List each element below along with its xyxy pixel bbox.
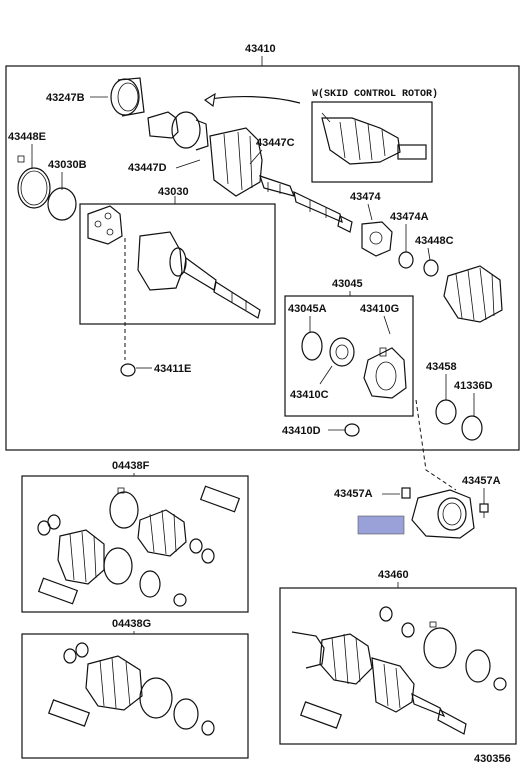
kit-f-parts	[37, 485, 241, 607]
snap-ring-d	[344, 423, 360, 437]
label-43410g[interactable]: 43410G	[360, 303, 399, 315]
diagram-number: 430356	[474, 753, 511, 765]
label-43411e[interactable]: 43411E	[154, 363, 191, 375]
boot-kit-f-box	[21, 475, 249, 613]
inner-bellows-boot	[443, 265, 503, 323]
seal-ring	[461, 415, 483, 441]
outer-joint-cage	[87, 205, 123, 245]
outer-joint-housing	[137, 231, 261, 319]
bolt-left	[401, 487, 411, 499]
label-43410[interactable]: 43410	[245, 43, 276, 55]
center-support-bracket	[411, 489, 475, 539]
label-43458[interactable]: 43458	[426, 361, 457, 373]
label-43460[interactable]: 43460	[378, 569, 409, 581]
label-43247b[interactable]: 43247B	[46, 92, 85, 104]
label-43448e[interactable]: 43448E	[8, 131, 46, 143]
label-43410c[interactable]: 43410C	[290, 389, 329, 401]
boot-kit-g-box	[21, 633, 249, 759]
label-04438g[interactable]: 04438G	[112, 618, 151, 630]
label-43045[interactable]: 43045	[332, 278, 363, 290]
main-driveshaft	[147, 111, 353, 233]
bearing-kit-box	[284, 295, 414, 417]
curved-arrow-icon	[204, 95, 301, 104]
label-43447d[interactable]: 43447D	[128, 162, 167, 174]
label-43474a[interactable]: 43474A	[390, 211, 429, 223]
snap-ring-45a	[301, 331, 323, 361]
label-43030b[interactable]: 43030B	[48, 159, 87, 171]
label-43474[interactable]: 43474	[350, 191, 381, 203]
label-43448c[interactable]: 43448C	[415, 235, 454, 247]
seal-bearing	[435, 399, 457, 425]
kit-g-parts	[47, 642, 215, 736]
shaft-assembly-box	[279, 587, 517, 745]
label-43030[interactable]: 43030	[158, 186, 189, 198]
label-04438f[interactable]: 04438F	[112, 460, 150, 472]
snap-ring-e	[120, 363, 136, 377]
outer-boot-ring	[110, 77, 145, 117]
label-43045a[interactable]: 43045A	[288, 303, 327, 315]
outer-snap-ring	[47, 187, 77, 221]
main-assembly-box	[5, 65, 520, 451]
label-41336d[interactable]: 41336D	[454, 380, 493, 392]
label-43457a-left[interactable]: 43457A	[334, 488, 373, 500]
shaft-assembly-parts	[291, 606, 507, 735]
bearing-c	[329, 337, 355, 367]
label-43457a-right[interactable]: 43457A	[462, 475, 501, 487]
outer-joint-set-box	[79, 203, 276, 325]
inner-clamp-c	[423, 259, 439, 277]
highlight-marker	[357, 515, 405, 535]
outer-band-clamp	[17, 155, 51, 209]
inner-clamp-a	[398, 251, 414, 269]
label-43410d[interactable]: 43410D	[282, 425, 321, 437]
skid-rotor-joint	[321, 112, 427, 165]
inner-joint-tripod	[361, 221, 393, 257]
label-43447c[interactable]: 43447C	[256, 137, 295, 149]
skid-rotor-box	[311, 101, 433, 183]
bolt-right	[479, 503, 489, 518]
center-bearing-bracket	[363, 347, 407, 399]
label-skid-rotor[interactable]: W(SKID CONTROL ROTOR)	[312, 88, 438, 100]
